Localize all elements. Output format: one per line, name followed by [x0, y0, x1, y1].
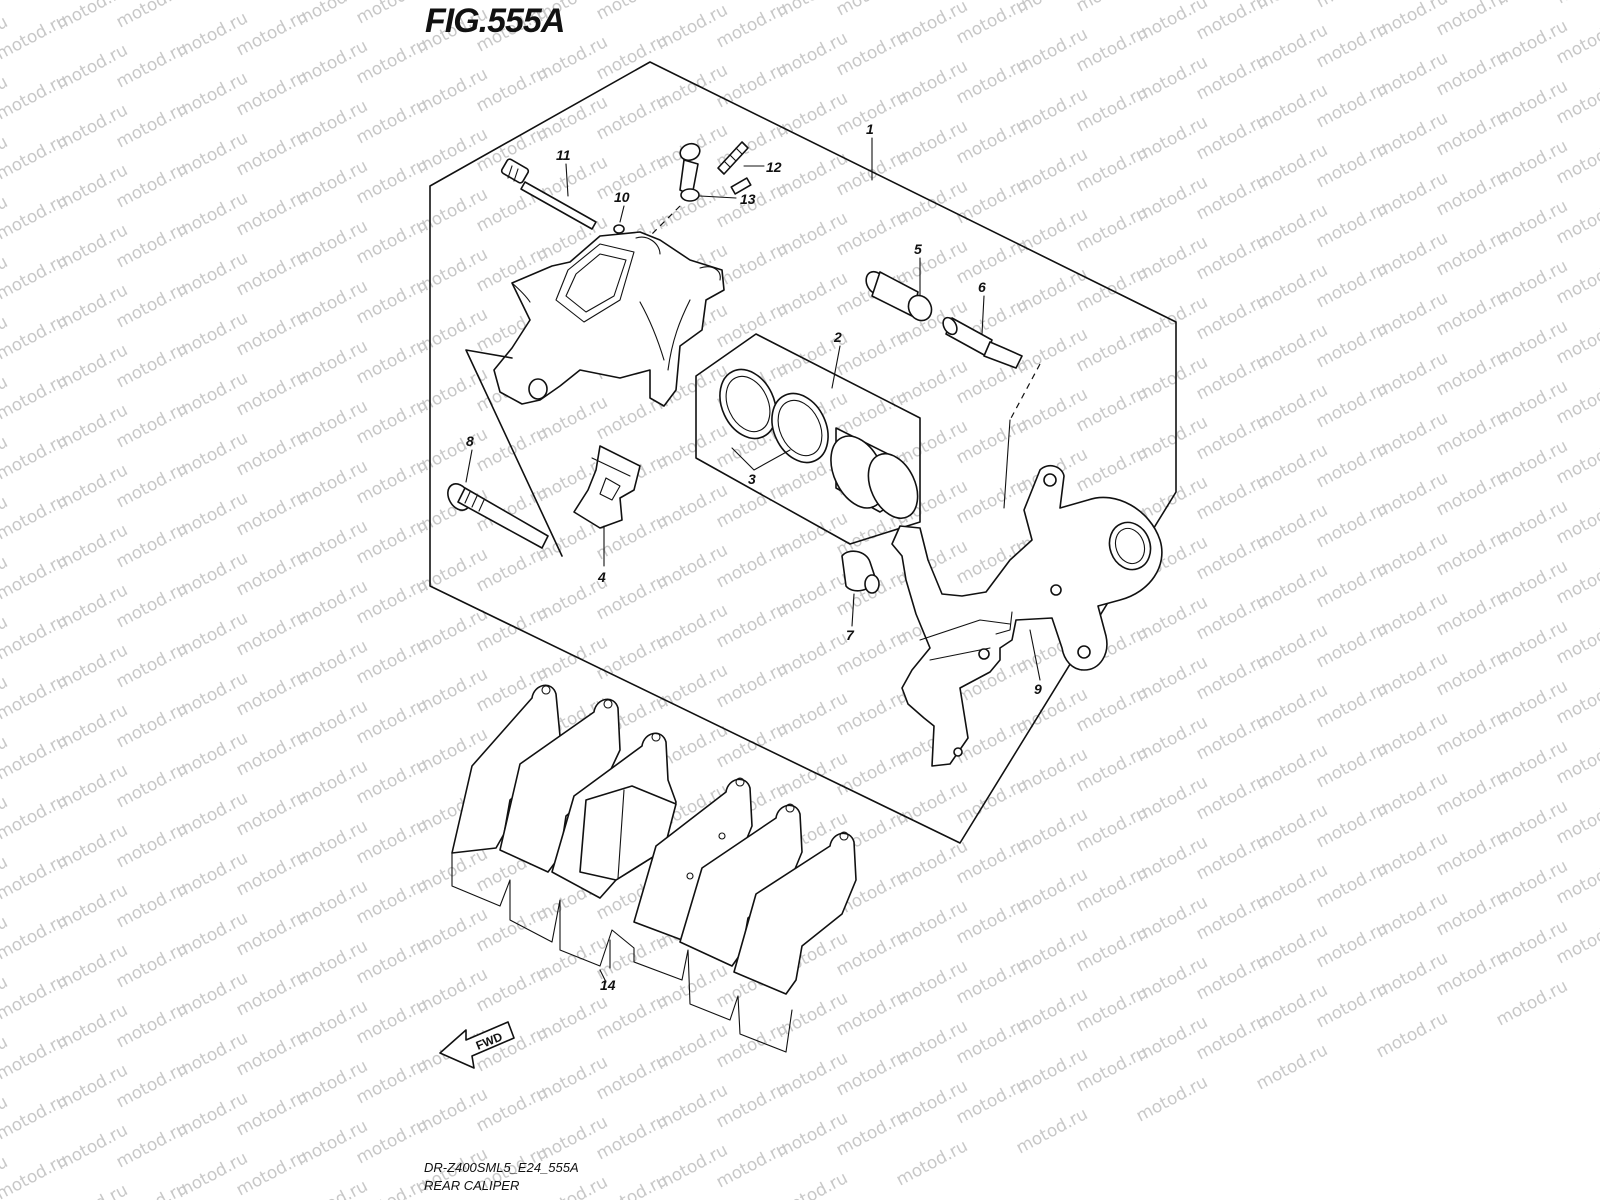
part-boot — [841, 550, 880, 594]
watermark-text: motod.ru — [773, 1168, 851, 1200]
watermark-text: motod.ru — [1493, 976, 1571, 1030]
callout-13: 13 — [740, 191, 756, 207]
watermark-text: motod.ru — [0, 130, 71, 184]
watermark-text: motod.ru — [0, 310, 71, 364]
watermark-text: motod.ru — [1133, 1072, 1211, 1126]
watermark-text: motod.ru — [533, 1172, 611, 1200]
watermark-text: motod.ru — [0, 790, 71, 844]
part-bleeder-bolt — [500, 158, 597, 230]
watermark-text: motod.ru — [1313, 0, 1391, 12]
watermark-text: motod.ru — [0, 0, 71, 4]
part-piston — [830, 427, 919, 519]
assembly-name: REAR CALIPER — [424, 1178, 520, 1193]
part-slide-pin — [447, 483, 549, 549]
watermark-text: motod.ru — [0, 1150, 71, 1200]
watermark-text: motod.ru — [293, 1176, 371, 1200]
callout-1: 1 — [866, 121, 874, 137]
watermark-text: motod.ru — [0, 70, 71, 124]
piston-set-outline — [695, 333, 921, 545]
callout-12: 12 — [766, 159, 782, 175]
assembly-outline — [429, 61, 1177, 844]
watermark-text: motod.ru — [0, 970, 71, 1024]
watermark-text: motod.ru — [1373, 1008, 1451, 1062]
watermark-text: motod.ru — [173, 0, 251, 2]
watermark-text: motod.ru — [0, 430, 71, 484]
watermark-text: motod.ru — [0, 1030, 71, 1084]
watermark-text: motod.ru — [0, 910, 71, 964]
model-code: DR-Z400SML5_E24_555A — [424, 1160, 579, 1175]
part-caliper-body — [493, 231, 725, 407]
part-caliper-bracket — [891, 464, 1163, 767]
watermark-text: motod.ru — [593, 0, 671, 24]
part-piston-seal — [719, 368, 777, 440]
part-caliper-bolt — [865, 270, 933, 322]
callout-4: 4 — [597, 569, 606, 585]
callout-8: 8 — [466, 433, 474, 449]
callout-3: 3 — [748, 471, 756, 487]
part-dust-seal — [771, 392, 829, 464]
figure-title: FIG.555A — [425, 2, 565, 40]
callout-9: 9 — [1034, 681, 1042, 697]
watermark-text: motod.ru — [0, 1090, 71, 1144]
watermark-text: motod.ru — [0, 610, 71, 664]
watermark-text: motod.ru — [1253, 1040, 1331, 1094]
watermark-text: motod.ru — [1073, 0, 1151, 16]
callout-6: 6 — [978, 279, 986, 295]
callout-7: 7 — [846, 627, 855, 643]
watermark-text: motod.ru — [353, 0, 431, 28]
callout-10: 10 — [614, 189, 630, 205]
watermark-text: motod.ru — [1553, 0, 1600, 8]
watermark-text: motod.ru — [0, 670, 71, 724]
callout-2: 2 — [833, 329, 842, 345]
part-caliper-pin — [942, 316, 1023, 369]
watermark-text: motod.ru — [0, 490, 71, 544]
part-bleeder-cap — [679, 142, 701, 202]
watermark-text: motod.ru — [0, 190, 71, 244]
callout-11: 11 — [556, 147, 571, 163]
watermark-text: motod.ru — [1013, 1104, 1091, 1158]
bleeder-guide-line — [649, 205, 681, 237]
callout-5: 5 — [914, 241, 922, 257]
watermark-text: motod.ru — [0, 850, 71, 904]
watermark-text: motod.ru — [113, 0, 191, 32]
watermark-text: motod.ru — [0, 550, 71, 604]
watermark-text: motod.ru — [833, 0, 911, 20]
brake-pad-outline — [451, 852, 793, 1053]
watermark-text: motod.ru — [0, 250, 71, 304]
part-pad-spring — [573, 445, 641, 529]
callout-14: 14 — [600, 977, 616, 993]
bracket-leader-line — [1003, 419, 1011, 509]
watermark-text: motod.ru — [0, 10, 71, 64]
slide-pin-outline — [465, 349, 563, 557]
watermark-text: motod.ru — [0, 730, 71, 784]
part-brake-pads — [451, 684, 857, 995]
callout-layer: 1 2 3 4 5 6 7 8 9 10 11 12 13 14 — [465, 121, 1042, 993]
watermark-text: motod.ru — [53, 1180, 131, 1200]
part-bleeder-screw — [717, 141, 752, 195]
part-o-ring — [613, 224, 625, 234]
watermark-text: motod.ru — [893, 1136, 971, 1190]
watermark-text: motod.ru — [0, 370, 71, 424]
